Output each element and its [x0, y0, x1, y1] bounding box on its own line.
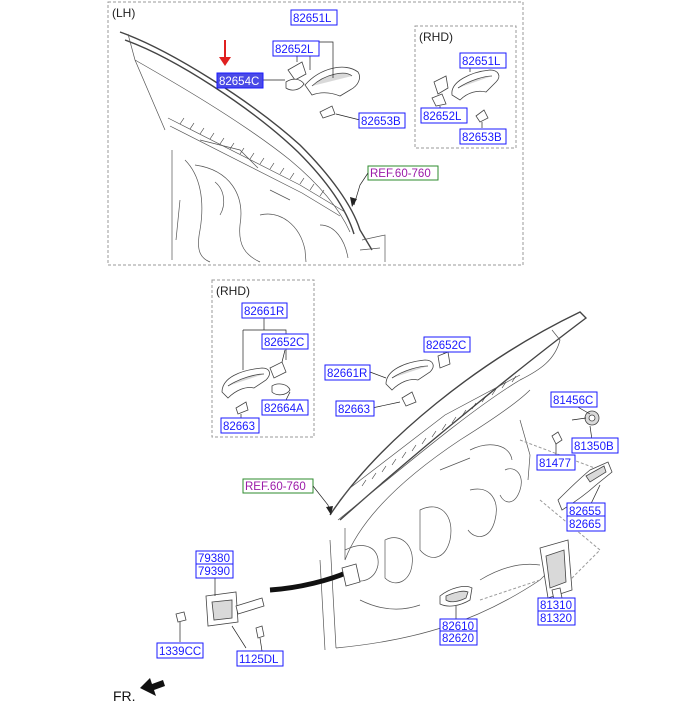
- svg-text:82663: 82663: [223, 421, 255, 433]
- svg-text:REF.60-760: REF.60-760: [245, 481, 306, 493]
- front-door-frame-top: [119, 31, 386, 263]
- front-arrow-icon: [140, 678, 165, 696]
- svg-text:1339CC: 1339CC: [159, 646, 201, 658]
- svg-text:82651L: 82651L: [462, 56, 501, 68]
- label-r82664A[interactable]: 82664A: [261, 399, 309, 416]
- label-rhd-82652L[interactable]: 82652L: [420, 107, 468, 124]
- svg-text:82661R: 82661R: [244, 306, 284, 318]
- label-82654C[interactable]: 82654C: [216, 72, 264, 89]
- front-direction-label: FR.: [113, 688, 136, 702]
- svg-text:REF.60-760: REF.60-760: [370, 168, 431, 180]
- svg-text:82652L: 82652L: [423, 111, 462, 123]
- rhd-top-caption: (RHD): [419, 30, 453, 44]
- door-latch-and-inside-handle: [439, 539, 573, 620]
- label-82653B[interactable]: 82653B: [358, 112, 406, 129]
- lh-section-caption: (LH): [112, 6, 135, 20]
- ref-label-top[interactable]: REF.60-760: [367, 165, 439, 181]
- label-r82652C[interactable]: 82652C: [261, 333, 309, 350]
- label-r82663[interactable]: 82663: [220, 417, 260, 434]
- label-rhd-82651L[interactable]: 82651L: [459, 52, 507, 69]
- svg-text:82665: 82665: [569, 519, 601, 531]
- door-checker-parts: [175, 563, 361, 652]
- front-direction-indicator: FR.: [113, 678, 165, 702]
- rhd-top-frame: [414, 25, 517, 149]
- label-79380[interactable]: 79380: [195, 550, 234, 566]
- rhd-bottom-handle-parts: [221, 318, 291, 418]
- svg-text:82652C: 82652C: [264, 337, 304, 349]
- label-82665[interactable]: 82665: [566, 515, 606, 532]
- svg-text:82653B: 82653B: [361, 116, 401, 128]
- label-1339CC[interactable]: 1339CC: [156, 642, 204, 659]
- label-81320[interactable]: 81320: [537, 610, 576, 626]
- label-rhd-82653B[interactable]: 82653B: [459, 128, 507, 145]
- label-1125DL[interactable]: 1125DL: [236, 650, 284, 667]
- svg-text:81477: 81477: [539, 458, 571, 470]
- svg-text:82664A: 82664A: [264, 403, 304, 415]
- svg-text:81310: 81310: [540, 600, 572, 612]
- svg-text:82661R: 82661R: [327, 368, 367, 380]
- svg-text:81320: 81320: [540, 613, 572, 625]
- label-81350B[interactable]: 81350B: [571, 437, 619, 454]
- label-m82652C[interactable]: 82652C: [423, 336, 471, 353]
- lh-section-frame: [107, 1, 524, 266]
- svg-text:82651L: 82651L: [293, 13, 332, 25]
- svg-text:81456C: 81456C: [553, 395, 593, 407]
- label-79390[interactable]: 79390: [195, 563, 234, 579]
- label-82620[interactable]: 82620: [439, 630, 478, 646]
- svg-text:79380: 79380: [198, 553, 230, 565]
- svg-text:1125DL: 1125DL: [239, 654, 279, 666]
- svg-text:82620: 82620: [442, 633, 474, 645]
- front-door-main: [319, 311, 601, 651]
- svg-text:82653B: 82653B: [462, 132, 502, 144]
- highlight-arrow: [219, 40, 231, 66]
- svg-text:81350B: 81350B: [574, 441, 614, 453]
- label-81456C[interactable]: 81456C: [550, 391, 598, 408]
- svg-text:82610: 82610: [442, 621, 474, 633]
- label-81477[interactable]: 81477: [536, 454, 576, 471]
- rhd-bottom-frame: [211, 279, 315, 438]
- svg-text:82652C: 82652C: [426, 340, 466, 352]
- label-m82661R[interactable]: 82661R: [324, 364, 371, 381]
- svg-text:82652L: 82652L: [275, 44, 314, 56]
- label-81310[interactable]: 81310: [537, 597, 576, 613]
- label-82652L[interactable]: 82652L: [272, 40, 320, 57]
- svg-text:82663: 82663: [338, 404, 370, 416]
- svg-text:82655: 82655: [569, 506, 601, 518]
- rhd-bottom-caption: (RHD): [216, 284, 250, 298]
- ref-label-bottom[interactable]: REF.60-760: [242, 478, 314, 494]
- outside-handle-rh-parts: [369, 350, 451, 409]
- label-r82661R[interactable]: 82661R: [241, 302, 288, 319]
- label-m82663[interactable]: 82663: [335, 400, 375, 417]
- svg-text:82654C: 82654C: [219, 76, 259, 88]
- label-82651L[interactable]: 82651L: [290, 9, 338, 26]
- svg-text:79390: 79390: [198, 566, 230, 578]
